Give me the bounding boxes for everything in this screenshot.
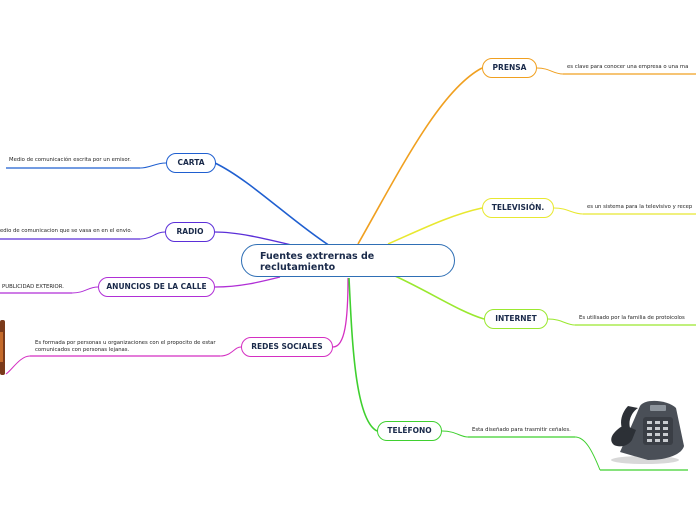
connector-redes — [333, 278, 348, 347]
leaf-carta: Medio de comunicación escrita por un emi… — [9, 157, 131, 164]
leaf-telefono: Esta diseñado para trasmitir ceñales. — [472, 427, 571, 434]
node-internet[interactable]: INTERNET — [484, 309, 548, 329]
node-anuncios-label: ANUNCIOS DE LA CALLE — [106, 282, 206, 291]
leaf-television: es un sistema para la televisivo y recep — [587, 204, 692, 211]
central-topic[interactable]: Fuentes extrernas de reclutamiento — [241, 244, 455, 277]
central-topic-label: Fuentes extrernas de reclutamiento — [260, 251, 410, 273]
leaf-radio: edio de comunicacion que se vasa en en e… — [0, 228, 132, 235]
node-prensa[interactable]: PRENSA — [482, 58, 537, 78]
connector-telefono — [349, 278, 377, 431]
leaf-anuncios: PUBLICIDAD EXTERIOR. — [2, 284, 64, 291]
node-telefono[interactable]: TELÉFONO — [377, 421, 442, 441]
connector-internet — [395, 276, 484, 319]
node-anuncios[interactable]: ANUNCIOS DE LA CALLE — [98, 277, 215, 297]
node-prensa-label: PRENSA — [493, 63, 527, 72]
radio-device-icon — [0, 320, 5, 375]
connector-prensa — [358, 68, 482, 244]
node-radio[interactable]: RADIO — [165, 222, 215, 242]
node-redes[interactable]: REDES SOCIALES — [241, 337, 333, 357]
telephone-icon — [611, 401, 684, 464]
node-redes-label: REDES SOCIALES — [251, 342, 322, 351]
connector-anuncios — [215, 277, 280, 287]
node-television[interactable]: TELEVISIÓN. — [482, 198, 554, 218]
leaf-redes: Es formada por personas u organizaciones… — [35, 340, 217, 354]
node-carta-label: CARTA — [177, 158, 204, 167]
leaf-prensa: es clave para conocer una empresa o una … — [567, 64, 688, 71]
node-television-label: TELEVISIÓN. — [492, 203, 544, 212]
node-internet-label: INTERNET — [495, 314, 537, 323]
node-carta[interactable]: CARTA — [166, 153, 216, 173]
connector-television — [388, 208, 482, 244]
node-telefono-label: TELÉFONO — [387, 426, 431, 435]
leaf-internet: Es utilisado por la familia de protoicol… — [579, 315, 685, 322]
node-radio-label: RADIO — [177, 227, 204, 236]
